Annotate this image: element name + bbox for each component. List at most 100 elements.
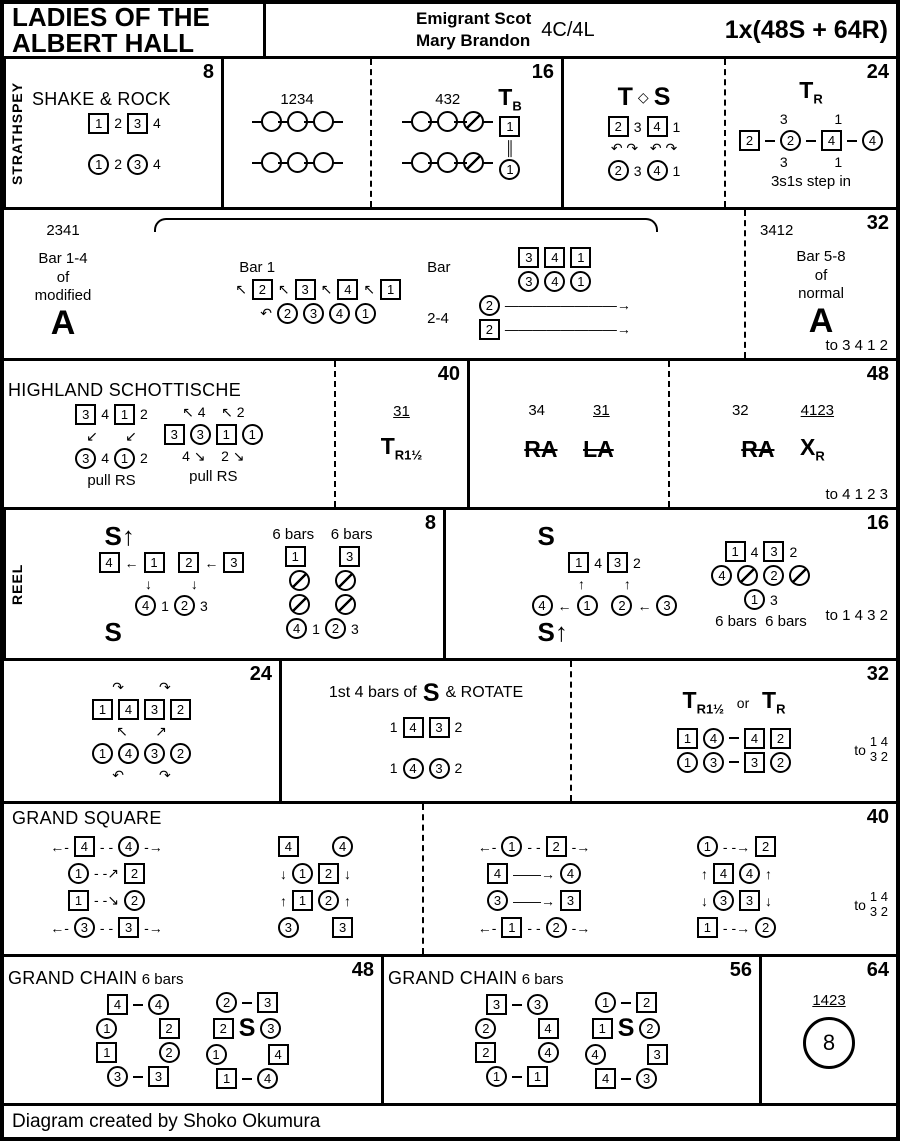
- dancer-square: 3: [163, 423, 185, 445]
- dancer-square: 3: [428, 716, 450, 738]
- heading-text: & ROTATE: [445, 684, 524, 701]
- link-line: [511, 1003, 522, 1006]
- diagram-row: 1: [498, 115, 521, 137]
- dancer-circle: 2: [639, 1018, 661, 1039]
- crossed-figure-letter: RA: [524, 436, 558, 462]
- dancer-circle: 2: [158, 1042, 180, 1063]
- header: LADIES OF THE ALBERT HALL Emigrant Scot …: [4, 4, 896, 59]
- diagram-text: - -: [99, 838, 114, 855]
- dancer-circle: 3: [487, 890, 508, 911]
- dancer-circle: 3: [106, 1066, 128, 1087]
- bar-number: 24: [249, 663, 272, 685]
- diagram-row: ←-3- -3-→: [50, 917, 163, 938]
- diagram-text: ↑ ↑: [578, 576, 631, 592]
- dancer-circle: 4: [402, 757, 424, 779]
- section-turn-1234: 1234: [224, 59, 372, 207]
- diagram-row: TR1½: [381, 435, 423, 462]
- positions-top: 1 4: [869, 889, 888, 904]
- diagram-row: 2 4: [475, 1018, 559, 1039]
- dancer-circle: 1: [241, 423, 263, 445]
- dancer-circle: 3: [277, 917, 299, 938]
- dancer-square: 4: [544, 246, 566, 268]
- pair-labels: 32 4123: [732, 402, 834, 419]
- progression-note: to 1 4 3 2: [825, 607, 888, 624]
- diagram-text: ↓: [701, 892, 708, 909]
- diagram-text: ————————→: [504, 321, 631, 337]
- diagram-row: 1- -↗2: [68, 863, 145, 884]
- diagram-row: 2————————→: [478, 318, 631, 340]
- heading-text: 1st 4 bars of: [328, 684, 417, 701]
- square-positions: 1 4 3 2: [869, 889, 888, 920]
- diagram-text: -→: [144, 838, 163, 855]
- turn-symbol: TR1½: [380, 433, 423, 463]
- diagram-row: 3 3: [277, 917, 354, 938]
- heading-symbols: T◇S: [618, 82, 671, 113]
- turn-symbol: TR1½: [682, 687, 725, 717]
- figure-letter: S: [653, 83, 671, 111]
- dancer-circle: 3: [303, 303, 325, 324]
- diagram-text: - -→: [722, 919, 751, 936]
- link-line: [729, 761, 739, 764]
- bar-number: 8: [202, 61, 214, 83]
- dancer-circle: 4: [560, 863, 581, 884]
- diagram-row: ↖2↖3↖4↖1: [235, 279, 402, 300]
- diagram-text: ↖: [235, 281, 247, 297]
- section-heading: GRAND SQUARE: [12, 808, 162, 828]
- link-line: [242, 1077, 253, 1080]
- diagram-row: 2————————→: [478, 294, 631, 316]
- dancer-circle: 3: [75, 447, 97, 469]
- dancer-pair: 34: [528, 402, 545, 419]
- dancer-square: 3: [339, 546, 361, 567]
- link-line: [242, 1001, 253, 1004]
- dancer-square: 3: [646, 1044, 668, 1065]
- dancer-circle: 4: [135, 595, 157, 616]
- dancer-square: 4: [402, 716, 424, 738]
- diagram-row: 1 2: [96, 1018, 180, 1039]
- diagram-text: ←-: [50, 919, 69, 936]
- dancer-circle: 4: [118, 742, 139, 764]
- dancer-square: 1: [284, 546, 306, 567]
- dancer-circle: 1: [570, 270, 592, 292]
- diagram-row: 4——→4: [487, 863, 581, 884]
- diagram-text: [315, 597, 331, 613]
- dancer-circle: 2: [173, 595, 195, 616]
- dancer-circle: 4: [537, 1042, 559, 1063]
- dancer-square: 1: [501, 917, 523, 938]
- dancer-square: 3: [223, 552, 245, 573]
- dancer-square: 4: [73, 836, 95, 857]
- couple-order: 1423: [812, 991, 846, 1009]
- diagram-row: ↖ 4 ↖ 2: [164, 404, 263, 421]
- dancer-circle: 4: [257, 1068, 279, 1089]
- diagram-text: 2: [114, 115, 122, 131]
- diagram-spacer: [88, 137, 161, 151]
- diagram-row: 1 3: [284, 546, 361, 567]
- dancer-square: 4: [744, 727, 765, 749]
- deviser-name: Mary Brandon: [416, 31, 531, 50]
- turn-432-block: 432: [402, 91, 494, 176]
- bar-number: 24: [866, 61, 889, 83]
- dancer-square: 3: [606, 552, 628, 573]
- diagram-text: ↖: [320, 281, 333, 297]
- diagram-text: 1: [389, 719, 398, 735]
- label-line: Bar: [427, 259, 451, 276]
- dancer-square: 3: [739, 890, 760, 911]
- dancer-circle: 2: [770, 751, 791, 773]
- progression-note: to 3 4 1 2: [825, 337, 888, 354]
- dancer-circle: 1: [68, 863, 90, 884]
- diagram-row: [251, 151, 343, 173]
- dancer-square: 3: [560, 890, 581, 911]
- diagram-text: 3: [633, 162, 642, 179]
